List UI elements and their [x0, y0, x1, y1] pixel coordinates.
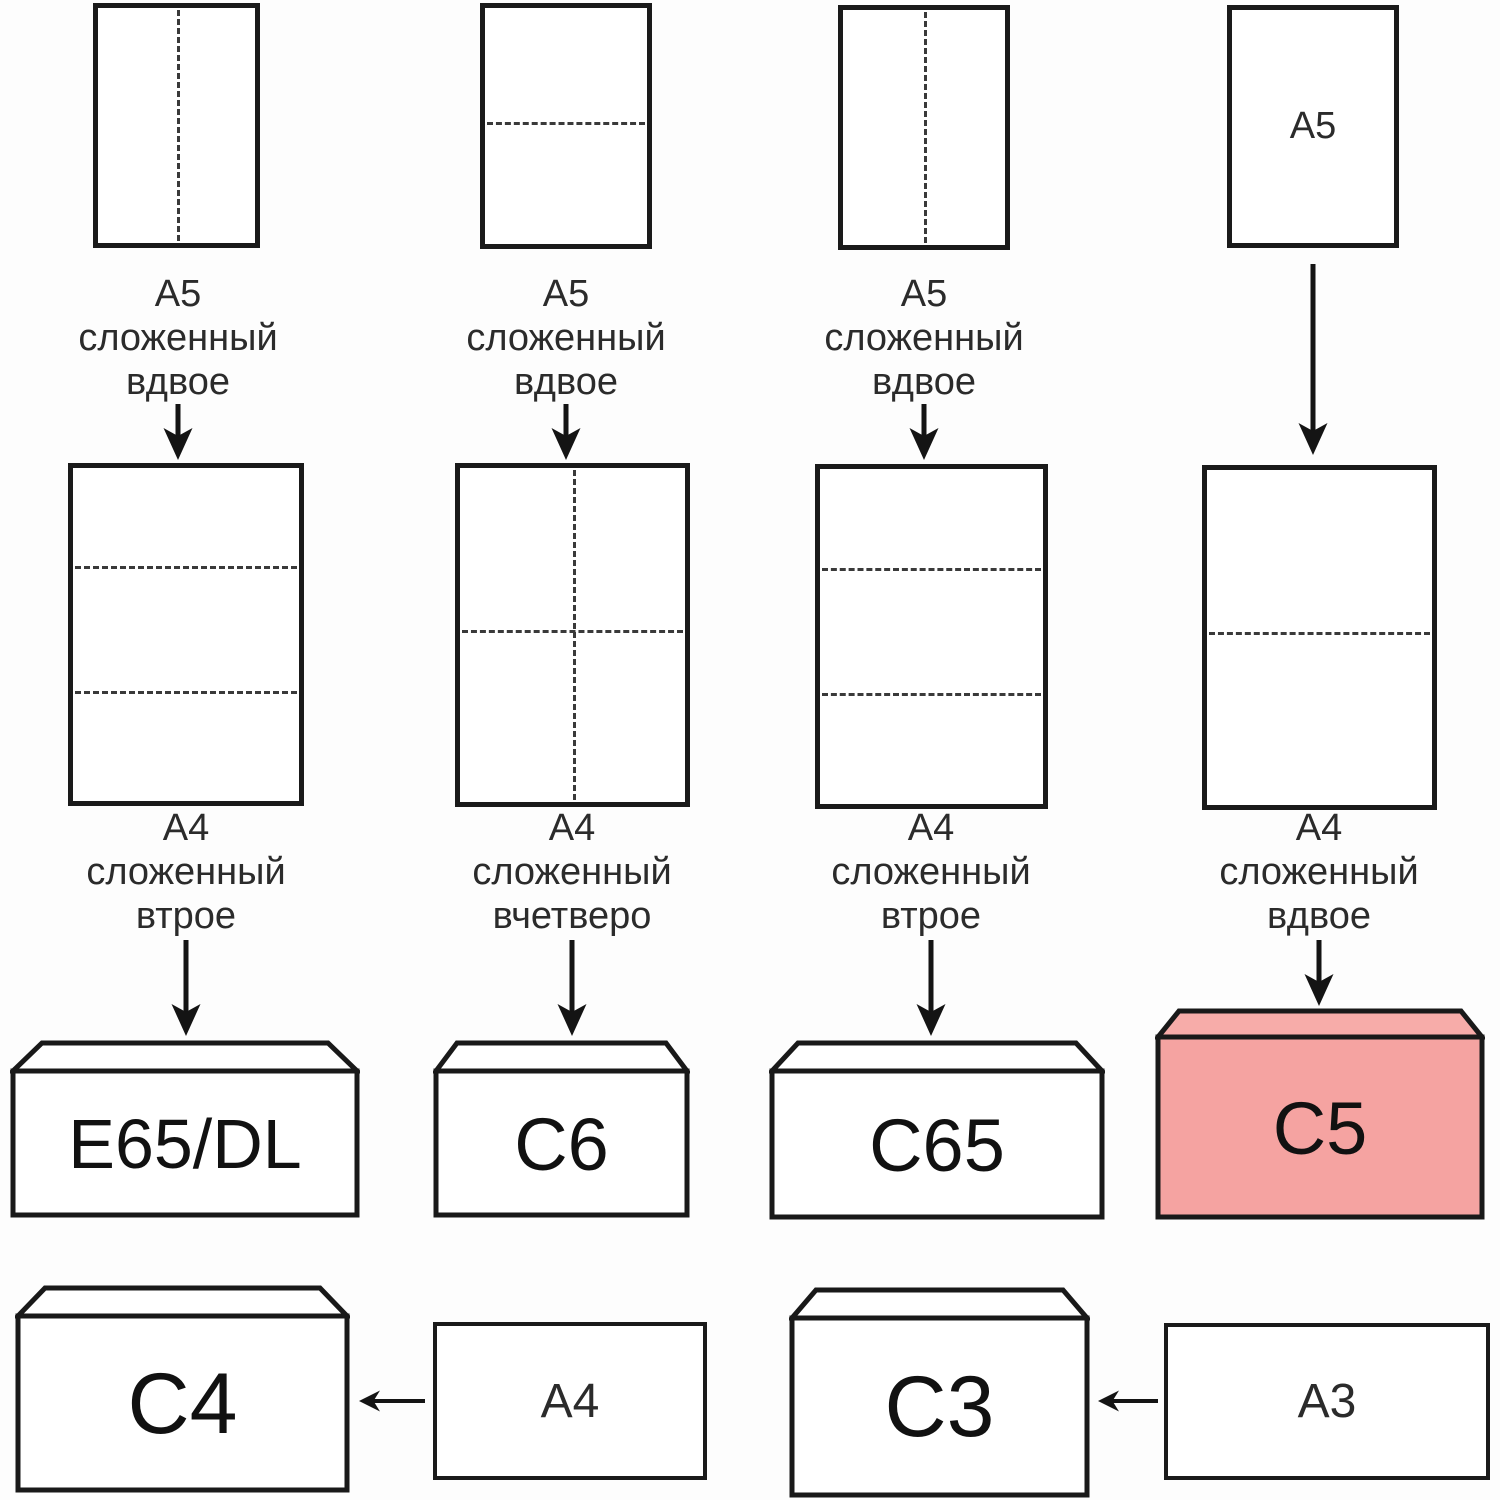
caption-line: сложенный [1219, 851, 1419, 893]
caption-line: сложенный [831, 851, 1031, 893]
envelope-shape [789, 1287, 1090, 1498]
arrow-down-icon [548, 404, 584, 460]
arrow-down-icon [554, 940, 590, 1036]
envelope-c5-highlighted: C5 [1155, 1008, 1485, 1220]
fold-line-horizontal [487, 122, 645, 126]
caption-line: сложенный [78, 317, 278, 359]
envelope-code-label: E65/DL [68, 1105, 302, 1183]
caption-line: сложенный [466, 317, 666, 359]
caption-line: сложенный [824, 317, 1024, 359]
arrow-down-icon [1295, 262, 1331, 455]
fold-line-horizontal [75, 566, 297, 570]
fold-line-horizontal [822, 567, 1041, 571]
a3-sheet-label: А3 [1297, 1375, 1357, 1428]
a5-sheet-col2 [480, 3, 652, 249]
a5-sheet-col1 [93, 3, 260, 248]
a4-sheet-col1 [68, 463, 304, 806]
a4-caption-col1: А4 сложенный втрое [16, 806, 356, 938]
envelope-code-label: C65 [869, 1103, 1005, 1187]
arrow-left-icon [1096, 1386, 1160, 1416]
a5-sheet-col3 [838, 5, 1010, 250]
caption-line: А5 [900, 273, 948, 315]
envelope-e65dl: E65/DL [10, 1040, 360, 1218]
envelope-code-label: C6 [514, 1102, 609, 1186]
a5-sheet-label: А5 [1289, 105, 1337, 147]
caption-line: вдвое [514, 361, 618, 403]
caption-line: А4 [907, 807, 955, 849]
arrow-left-icon [357, 1386, 427, 1416]
fold-line-horizontal [75, 691, 297, 695]
caption-line: А5 [154, 273, 202, 315]
a4-sheet-col3 [815, 464, 1048, 809]
arrow-down-icon [906, 404, 942, 460]
caption-line: сложенный [472, 851, 672, 893]
a5-caption-col1: А5 сложенный вдвое [8, 272, 348, 404]
arrow-down-icon [168, 940, 204, 1036]
caption-line: вчетверо [492, 895, 652, 937]
arrow-down-icon [1301, 940, 1337, 1006]
a3-sheet-landscape: А3 [1164, 1323, 1490, 1480]
caption-line: вдвое [872, 361, 976, 403]
a5-caption-col3: А5 сложенный вдвое [754, 272, 1094, 404]
a4-sheet-landscape: А4 [433, 1322, 707, 1480]
caption-line: вдвое [1267, 895, 1371, 937]
fold-line-horizontal [462, 629, 683, 633]
fold-line-vertical [572, 470, 576, 800]
a5-sheet-col4: А5 [1227, 5, 1399, 248]
envelope-c4: C4 [15, 1285, 350, 1493]
envelope-shape [15, 1285, 350, 1493]
envelope-c3: C3 [789, 1287, 1090, 1498]
fold-line-horizontal [822, 693, 1041, 697]
fold-line-vertical [924, 12, 927, 243]
arrow-down-icon [160, 404, 196, 460]
envelope-code-label: C3 [884, 1359, 995, 1455]
caption-line: А4 [162, 807, 210, 849]
a4-caption-col2: А4 сложенный вчетверо [402, 806, 742, 938]
a4-sheet-label: А4 [540, 1374, 600, 1428]
a4-caption-col3: А4 сложенный втрое [761, 806, 1101, 938]
envelope-code-label: C5 [1272, 1086, 1368, 1170]
caption-line: сложенный [86, 851, 286, 893]
caption-line: вдвое [126, 361, 230, 403]
caption-line: А4 [1295, 807, 1343, 849]
fold-line-horizontal [1209, 632, 1430, 636]
caption-line: втрое [880, 895, 982, 937]
a4-sheet-col2 [455, 463, 690, 807]
caption-line: А4 [548, 807, 596, 849]
envelope-shape [433, 1040, 690, 1218]
envelope-shape [10, 1040, 360, 1218]
fold-line-vertical [176, 10, 180, 241]
envelope-shape [1155, 1008, 1485, 1220]
arrow-down-icon [913, 940, 949, 1036]
a4-caption-col4: А4 сложенный вдвое [1149, 806, 1489, 938]
envelope-c6: C6 [433, 1040, 690, 1218]
envelope-shape [769, 1040, 1105, 1220]
caption-line: А5 [542, 273, 590, 315]
a4-sheet-col4 [1202, 465, 1437, 810]
caption-line: втрое [135, 895, 237, 937]
envelope-c65: C65 [769, 1040, 1105, 1220]
envelope-code-label: C4 [127, 1355, 238, 1452]
a5-caption-col2: А5 сложенный вдвое [396, 272, 736, 404]
